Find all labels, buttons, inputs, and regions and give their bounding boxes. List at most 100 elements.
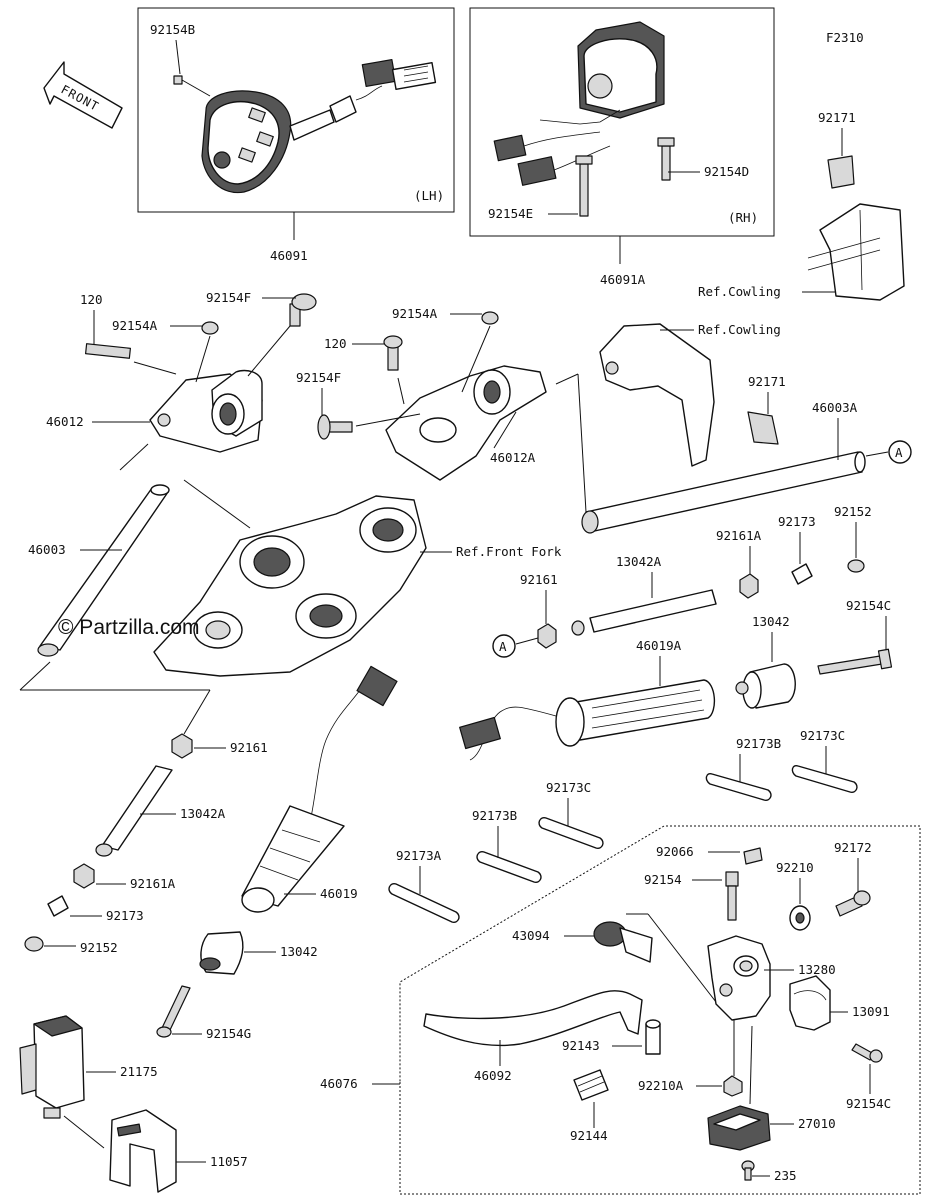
leader-46012A (493, 411, 517, 449)
label-92154E: 92154E (488, 206, 533, 221)
lh-switch-frame (137, 7, 455, 213)
washer-92152-left (24, 936, 44, 952)
plate-92173A (388, 882, 460, 924)
front-arrow-icon: FRONT (43, 61, 123, 129)
label-92154C-right: 92154C (846, 598, 891, 613)
leader-120r-to-holder (397, 377, 405, 405)
label-11057: 11057 (210, 1154, 248, 1169)
cowling-bracket-mid (599, 323, 715, 467)
cowling-bracket-top (807, 155, 905, 301)
label-92171-mid: 92171 (748, 374, 786, 389)
lh-handlebar-pipe (37, 484, 170, 657)
rh-switch-frame (469, 7, 775, 237)
label-92210: 92210 (776, 860, 814, 875)
label-13042-right: 13042 (752, 614, 790, 629)
label-92154A-right: 92154A (392, 306, 438, 321)
label-92143: 92143 (562, 1038, 600, 1053)
label-13042-left: 13042 (280, 944, 318, 959)
screw-92154B (173, 75, 211, 97)
rh-handlebar-pipe (581, 451, 866, 534)
label-92161A-right: 92161A (716, 528, 762, 543)
bolt-92154 (725, 871, 739, 921)
label-92154C-bottom: 92154C (846, 1096, 891, 1111)
screw-92154C-bottom (851, 1043, 883, 1063)
adjuster-43094 (593, 921, 653, 963)
leader-92154F-to-holder (247, 325, 291, 377)
label-92173A: 92173A (396, 848, 442, 863)
label-92154A-left: 92154A (112, 318, 158, 333)
label-lh: (LH) (414, 188, 444, 203)
nut-92161A-left (73, 863, 95, 889)
lh-weight-outer-13042 (199, 931, 244, 975)
bolt-120-left (84, 343, 132, 359)
washer-92154A-left (201, 321, 219, 335)
label-21175: 21175 (120, 1064, 158, 1079)
washer-92210 (789, 905, 811, 931)
bolt-120-right (383, 335, 403, 371)
label-13091: 13091 (852, 1004, 890, 1019)
lh-switch-housing (201, 58, 437, 194)
leader-circle-a-1 (865, 451, 889, 457)
washer-92152-right (847, 559, 865, 573)
label-92161-right: 92161 (520, 572, 558, 587)
reference-circle-a-2 (492, 634, 516, 658)
label-235: 235 (774, 1168, 797, 1183)
label-92173C-right: 92173C (800, 728, 845, 743)
label-92154F-left: 92154F (206, 290, 251, 305)
label-92171-top: 92171 (818, 110, 856, 125)
link-relay-bracket (63, 1115, 105, 1149)
label-92173B-mid: 92173B (472, 808, 517, 823)
label-92154F-right: 92154F (296, 370, 341, 385)
bolt-92154C-right (817, 648, 893, 675)
lh-weight-inner-13042A (95, 765, 173, 857)
label-120-left: 120 (80, 292, 103, 307)
label-92173C-mid: 92173C (546, 780, 591, 795)
label-92154: 92154 (644, 872, 682, 887)
label-43094: 43094 (512, 928, 550, 943)
screw-92154E (575, 155, 593, 217)
link-43094-b (647, 913, 717, 1003)
plate-92173B-right (705, 772, 772, 802)
link-line-right-1 (555, 373, 579, 385)
label-92152-left: 92152 (80, 940, 118, 955)
nut-92161-left (171, 733, 193, 759)
label-46019: 46019 (320, 886, 358, 901)
rh-switch-housing (493, 21, 665, 186)
label-46076: 46076 (320, 1076, 358, 1091)
label-92172: 92172 (834, 840, 872, 855)
cap-92066 (743, 847, 763, 865)
plate-92173C-right (791, 764, 858, 794)
label-92173-left: 92173 (106, 908, 144, 923)
spring-92144 (573, 1069, 609, 1101)
label-46091A: 46091A (600, 272, 646, 287)
label-92161-left: 92161 (230, 740, 268, 755)
rh-throttle-grip-46019A (459, 679, 715, 761)
label-92154D: 92154D (704, 164, 749, 179)
rh-weight-outer-13042 (735, 663, 796, 709)
switch-27010 (707, 1105, 771, 1151)
bolt-92154F-right (317, 414, 353, 440)
pin-92143 (645, 1019, 661, 1055)
label-92154B: 92154B (150, 22, 195, 37)
label-120-right: 120 (324, 336, 347, 351)
label-rh: (RH) (728, 210, 758, 225)
label-46012A: 46012A (490, 450, 536, 465)
relay-21175 (19, 1015, 85, 1119)
leader-92154A-to-holder (195, 335, 211, 383)
plate-92173C-mid (538, 816, 604, 850)
label-13042A-right: 13042A (616, 554, 662, 569)
link-line-right-2 (577, 373, 587, 513)
plate-92173B-mid (476, 850, 542, 884)
clip-92173-left (47, 895, 69, 917)
label-92144: 92144 (570, 1128, 608, 1143)
label-46092: 46092 (474, 1068, 512, 1083)
label-92210A: 92210A (638, 1078, 684, 1093)
label-92154G: 92154G (206, 1026, 251, 1041)
screw-92154D (657, 137, 675, 181)
lever-46092 (423, 990, 643, 1047)
label-27010: 27010 (798, 1116, 836, 1131)
label-ref-front-fork: Ref.Front Fork (456, 544, 562, 559)
label-13280: 13280 (798, 962, 836, 977)
